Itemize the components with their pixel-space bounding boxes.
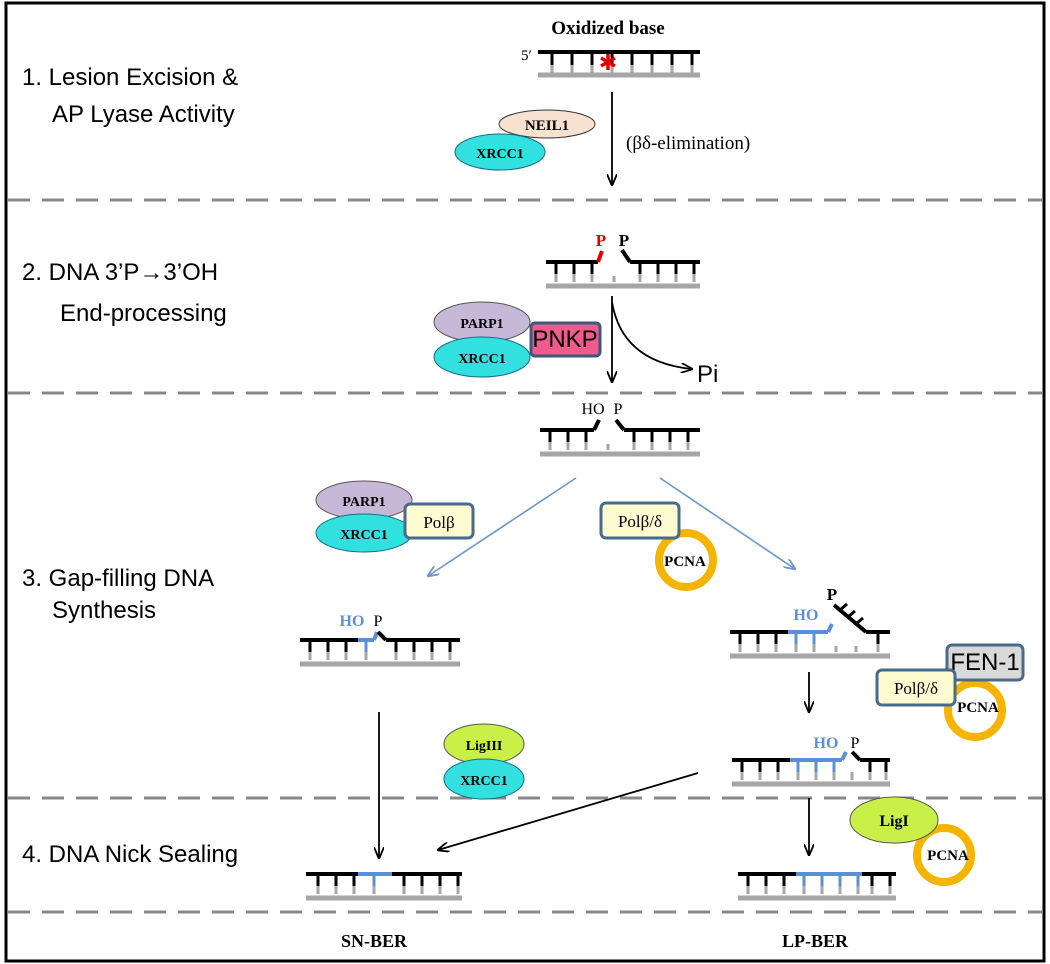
pi-label: Pi (697, 361, 718, 388)
phosphate-release-arrow (611, 301, 692, 369)
dna-gap-3p-phosphate (546, 248, 700, 289)
phosphate-label: P (374, 613, 383, 630)
pcna-ring-icon (944, 679, 1006, 741)
dna-lp-flap (730, 602, 890, 659)
pcna-ring-icon (655, 529, 717, 591)
five-prime-phosphate-label: P (619, 231, 629, 250)
step1-label-line2: AP Lyase Activity (52, 101, 235, 128)
ho-label: HO (794, 607, 819, 624)
step4-label: 4. DNA Nick Sealing (22, 841, 238, 868)
three-prime-phosphate-label: P (596, 231, 606, 250)
step3-label-line1: 3. Gap-filling DNA (22, 565, 214, 592)
phosphate-label: P (851, 735, 860, 752)
pol-beta-protein: Polβ (403, 502, 475, 540)
svg-text:PARP1: PARP1 (342, 495, 385, 510)
five-prime-label: 5′ (521, 48, 532, 64)
parp1-protein: PARP1 (433, 301, 531, 343)
xrcc1-protein: XRCC1 (433, 336, 531, 378)
svg-text:FEN-1: FEN-1 (950, 649, 1019, 676)
svg-text:NEIL1: NEIL1 (525, 118, 569, 134)
lp-branch-arrow (659, 477, 795, 569)
pcna-label: PCNA (957, 700, 999, 716)
dna-gap-3p-hydroxyl (540, 418, 700, 457)
pnkp-protein: PNKP (529, 321, 602, 358)
lig1-protein: LigI (849, 796, 939, 844)
phosphate-label: P (614, 401, 623, 418)
svg-text:XRCC1: XRCC1 (476, 147, 523, 162)
svg-text:LigIII: LigIII (466, 739, 503, 754)
lp-ber-label: LP-BER (782, 931, 849, 951)
dna-substrate-oxidized (538, 50, 700, 78)
fen1-protein: FEN-1 (945, 643, 1025, 682)
step3-label-line2: Synthesis (52, 597, 156, 624)
step1-label-line1: 1. Lesion Excision & (22, 64, 238, 91)
svg-text:Polβ: Polβ (423, 513, 454, 532)
svg-text:XRCC1: XRCC1 (458, 352, 505, 367)
step2-label-line1: 2. DNA 3’P→3’OH (22, 259, 218, 286)
xrcc1-protein: XRCC1 (315, 513, 413, 553)
reaction-note: (βδ-elimination) (626, 133, 750, 154)
ho-label: HO (581, 401, 604, 418)
xrcc1-protein: XRCC1 (443, 758, 525, 800)
xrcc1-protein: XRCC1 (454, 133, 546, 171)
dna-sn-gap-filled (300, 630, 460, 667)
svg-text:Polβ/δ: Polβ/δ (618, 512, 662, 531)
pcna-label: PCNA (927, 848, 969, 864)
sn-branch-arrow (428, 477, 577, 576)
ho-label: HO (814, 735, 839, 752)
svg-text:XRCC1: XRCC1 (340, 528, 387, 543)
substrate-title: Oxidized base (551, 18, 664, 39)
pcna-ring-icon (913, 824, 975, 886)
svg-text:XRCC1: XRCC1 (460, 774, 507, 789)
step2-label-line2: End-processing (60, 300, 227, 327)
sn-ber-label: SN-BER (341, 931, 408, 951)
svg-text:PNKP: PNKP (532, 326, 597, 353)
parp1-protein: PARP1 (315, 480, 413, 520)
dna-lp-ber-product (738, 872, 896, 901)
dna-lp-nicked (732, 750, 890, 787)
outer-frame (4, 1, 1046, 963)
lesion-star-icon: ✱ (599, 51, 617, 76)
flap-phosphate-label: P (827, 585, 837, 604)
pcna-label: PCNA (664, 554, 706, 570)
svg-text:Polβ/δ: Polβ/δ (894, 679, 938, 698)
pol-beta-delta-protein: Polβ/δ (599, 501, 681, 540)
lig3-protein: LigIII (443, 723, 525, 765)
ho-label: HO (340, 613, 365, 630)
svg-text:LigI: LigI (879, 813, 908, 830)
dna-sn-ber-product (306, 872, 462, 901)
lp-to-sn-ligation-arrow (438, 772, 699, 850)
neil1-protein: NEIL1 (498, 109, 596, 139)
pol-beta-delta-protein: Polβ/δ (875, 668, 957, 707)
svg-text:PARP1: PARP1 (460, 317, 503, 332)
